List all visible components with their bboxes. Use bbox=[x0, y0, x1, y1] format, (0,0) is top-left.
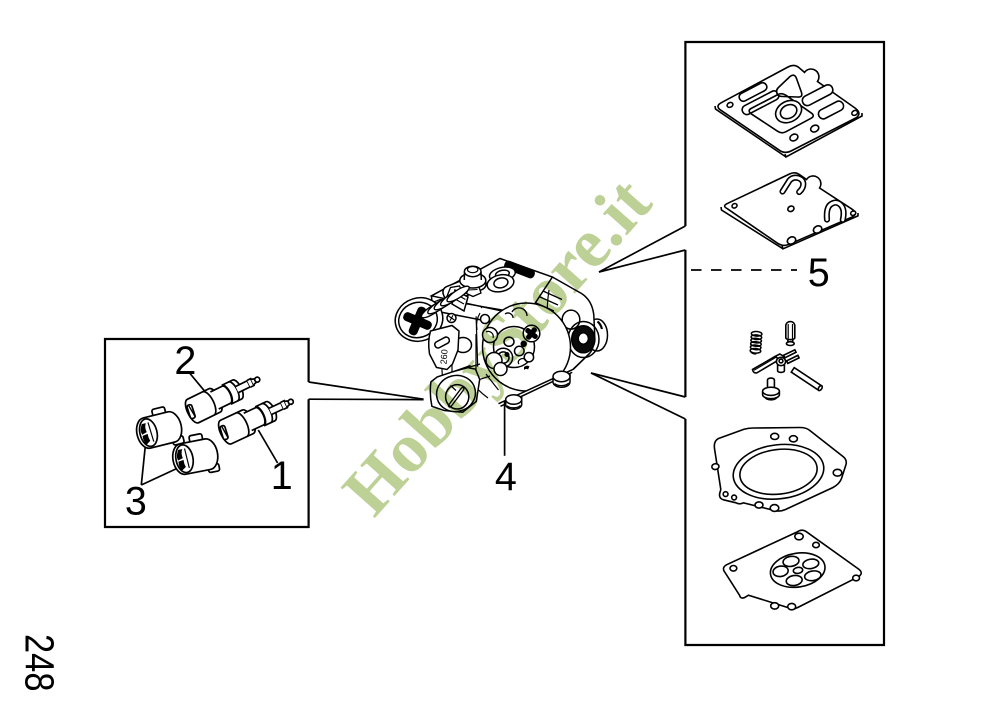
svg-text:3: 3 bbox=[125, 479, 147, 523]
svg-text:5: 5 bbox=[808, 251, 830, 295]
svg-text:2: 2 bbox=[174, 339, 196, 383]
svg-text:1: 1 bbox=[271, 454, 293, 498]
svg-text:4: 4 bbox=[495, 455, 517, 499]
svg-text:248: 248 bbox=[16, 634, 62, 692]
svg-text:260: 260 bbox=[439, 349, 450, 365]
